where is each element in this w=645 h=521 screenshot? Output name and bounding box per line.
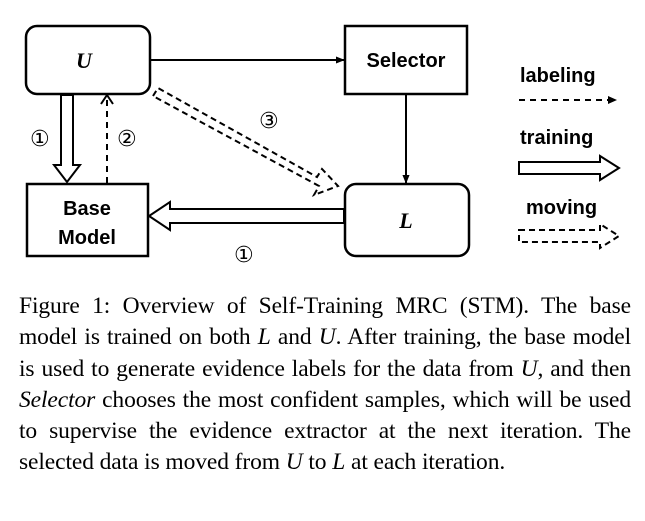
caption-text-5: chooses the most confident samples, whic… [19, 386, 631, 476]
caption-text-7: at each iteration. [345, 449, 506, 476]
legend-moving-arrow [518, 222, 621, 250]
node-l-label: L [398, 208, 412, 233]
node-u-label: U [76, 48, 93, 73]
node-base-model-label-line1: Base [63, 198, 111, 220]
edge-u-to-l-moving [151, 86, 340, 197]
caption-math-u-2: U [520, 355, 538, 382]
node-l: L [343, 182, 471, 258]
edge-u-to-base-training [51, 94, 83, 184]
legend-training-arrow [518, 154, 621, 182]
edge-label-one-left: ① [30, 127, 50, 152]
figure-caption: Figure 1: Overview of Self-Training MRC … [19, 291, 631, 479]
edge-base-to-u-labeling-head [100, 93, 114, 105]
node-selector-box [343, 24, 469, 96]
node-u: U [24, 24, 152, 96]
node-selector-label: Selector [367, 50, 446, 72]
caption-math-u: U [318, 324, 336, 351]
node-selector: Selector [343, 24, 469, 96]
caption-math-l-2: L [332, 449, 346, 476]
caption-math-l: L [257, 324, 271, 351]
node-base-model-label-line2: Model [58, 227, 116, 249]
legend-training-label: training [520, 127, 593, 149]
legend-labeling-label: labeling [520, 65, 596, 87]
stm-diagram: U Selector Base Model L ① ② ③ ① labeling… [24, 24, 621, 268]
caption-text-4: , and then [537, 355, 632, 382]
caption-text-6: to [302, 449, 333, 476]
caption-math-u-3: U [285, 449, 303, 476]
caption-text-3: . After training, the base model is used… [19, 324, 631, 382]
edge-label-three-middle: ③ [259, 109, 279, 134]
node-base-model: Base Model [25, 182, 150, 258]
edge-label-one-bottom: ① [234, 243, 254, 268]
edge-label-two-left: ② [117, 127, 137, 152]
caption-math-selector: Selector [19, 386, 96, 413]
node-base-model-box [25, 182, 150, 258]
caption-text-2: and [270, 324, 319, 351]
legend-labeling-head [608, 96, 617, 104]
legend: labeling training moving [518, 65, 621, 250]
legend-moving-label: moving [526, 197, 597, 219]
edge-l-to-base-training [147, 200, 345, 232]
caption-text-1: Figure 1: Overview of Self-Training MRC … [19, 293, 631, 351]
